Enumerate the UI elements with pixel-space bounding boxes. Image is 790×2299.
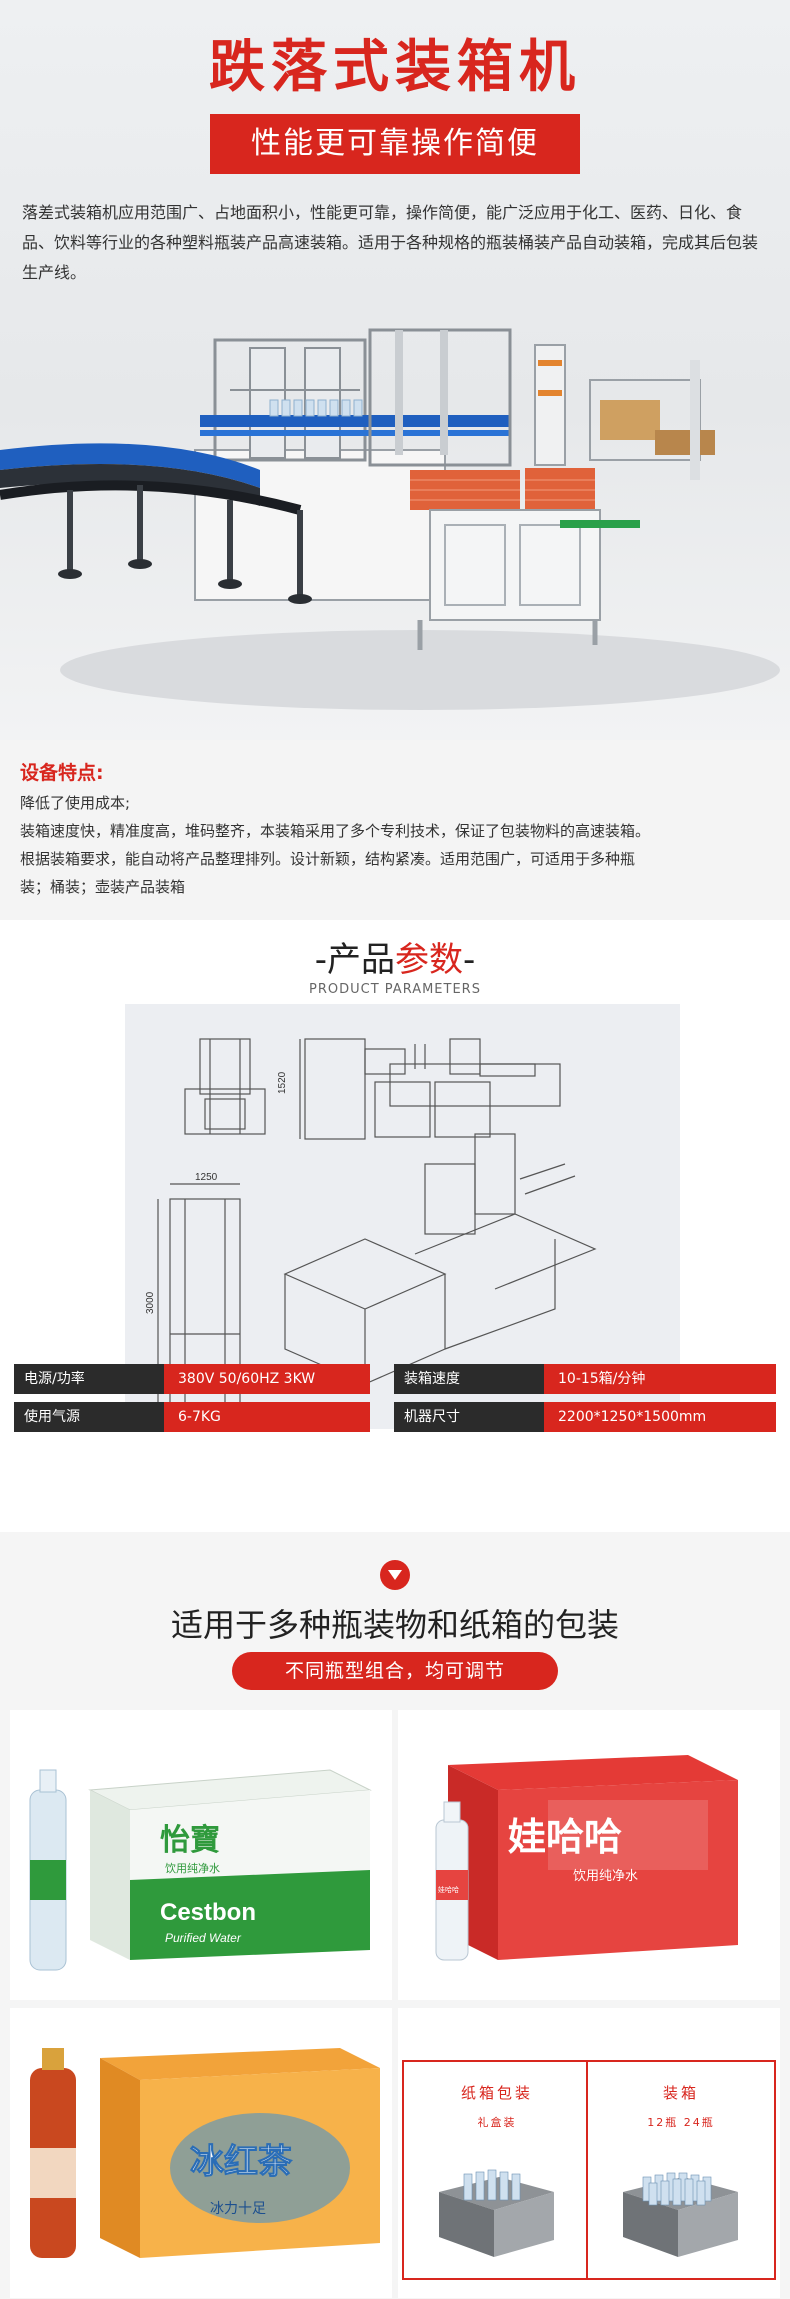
spec-label: 机器尺寸 — [394, 1402, 544, 1432]
page-title: 跌落式装箱机 — [209, 35, 581, 100]
packing-panel-note: 礼盒装 — [477, 2116, 517, 2129]
yibao-en: Cestbon — [160, 1899, 256, 1926]
packing-panel-title: 装箱 — [662, 2084, 699, 2102]
spec-value: 380V 50/60HZ 3KW — [164, 1364, 370, 1394]
dim-height-label: 1520 — [277, 1071, 288, 1094]
wahaha-box-image: 娃哈哈 饮用纯净水 娃哈哈 — [435, 1755, 738, 1961]
packing-panel-carton: 纸箱包装 礼盒装 — [402, 2060, 592, 2280]
case-box-icon — [623, 2172, 738, 2257]
hero-subtitle-banner: 性能更可靠操作简便 — [210, 114, 580, 174]
spec-label: 使用气源 — [14, 1402, 164, 1432]
machine-illustration — [0, 328, 780, 710]
product-card-icetea: 冰红茶 冰力十足 — [10, 2008, 392, 2298]
feature-line: 降低了使用成本; — [20, 794, 131, 812]
wahaha-brand: 娃哈哈 — [508, 1817, 622, 1859]
spec-value: 10-15箱/分钟 — [544, 1364, 776, 1394]
spec-value: 6-7KG — [164, 1402, 370, 1432]
spec-label: 装箱速度 — [394, 1364, 544, 1394]
spec-label: 电源/功率 — [14, 1364, 164, 1394]
params-heading-right: - — [463, 940, 476, 980]
yibao-product: 饮用纯净水 — [165, 1861, 220, 1875]
chevron-down-icon — [380, 1560, 410, 1590]
params-heading-left: -产品 — [314, 940, 395, 980]
product-card-wahaha: 娃哈哈 饮用纯净水 娃哈哈 — [398, 1710, 780, 2000]
features-section: 设备特点: 降低了使用成本; 装箱速度快，精准度高，堆码整齐，本装箱采用了多个专… — [0, 740, 790, 920]
params-heading: -产品参数- — [0, 932, 790, 981]
wahaha-bottle-label: 娃哈哈 — [438, 1885, 459, 1894]
wahaha-product: 饮用纯净水 — [573, 1868, 638, 1883]
application-section: 适用于多种瓶装物和纸箱的包装 不同瓶型组合，均可调节 怡寶 饮用纯净水 Cest… — [0, 1532, 790, 2299]
dim-length-label: 3000 — [145, 1291, 156, 1314]
packing-panel-case: 装箱 12瓶 24瓶 — [586, 2060, 776, 2280]
features-title: 设备特点: — [20, 762, 104, 784]
application-title: 适用于多种瓶装物和纸箱的包装 — [170, 1606, 619, 1644]
spec-value: 2200*1250*1500mm — [544, 1402, 776, 1432]
application-pill: 不同瓶型组合，均可调节 — [232, 1652, 558, 1690]
carton-box-icon — [439, 2169, 554, 2257]
params-subtitle: PRODUCT PARAMETERS — [309, 982, 481, 997]
icetea-box-image: 冰红茶 冰力十足 — [30, 2048, 380, 2258]
yibao-brand: 怡寶 — [160, 1823, 220, 1857]
packing-panel-title: 纸箱包装 — [460, 2084, 533, 2102]
yibao-box-image: 怡寶 饮用纯净水 Cestbon Purified Water — [29, 1769, 372, 1971]
product-card-yibao: 怡寶 饮用纯净水 Cestbon Purified Water — [10, 1710, 392, 2000]
feature-line: 装箱速度快，精准度高，堆码整齐，本装箱采用了多个专利技术，保证了包装物料的高速装… — [20, 822, 651, 840]
params-heading-red: 参数 — [395, 940, 463, 980]
icetea-product: 冰力十足 — [210, 2200, 266, 2216]
spec-row: 电源/功率 380V 50/60HZ 3KW 装箱速度 10-15箱/分钟 — [14, 1364, 776, 1394]
feature-line: 根据装箱要求，能自动将产品整理排列。设计新颖，结构紧凑。适用范围广，可适用于多种… — [20, 850, 636, 868]
packing-card: 纸箱包装 礼盒装 装箱 12瓶 24瓶 — [398, 2008, 780, 2298]
technical-drawing: 1520 1250 3000 — [125, 1004, 680, 1429]
feature-line: 装；桶装；壶装产品装箱 — [20, 878, 186, 896]
yibao-en2: Purified Water — [165, 1931, 242, 1945]
params-section: -产品参数- PRODUCT PARAMETERS — [0, 920, 790, 1532]
packing-panel-note: 12瓶 24瓶 — [647, 2116, 715, 2129]
hero-section: 跌落式装箱机 性能更可靠操作简便 落差式装箱机应用范围广、占地面积小，性能更可靠… — [0, 0, 790, 740]
hero-description: 落差式装箱机应用范围广、占地面积小，性能更可靠，操作简便，能广泛应用于化工、医药… — [22, 203, 759, 282]
spec-row: 使用气源 6-7KG 机器尺寸 2200*1250*1500mm — [14, 1402, 776, 1432]
dim-width-label: 1250 — [195, 1172, 218, 1183]
icetea-brand: 冰红茶 — [190, 2143, 293, 2181]
